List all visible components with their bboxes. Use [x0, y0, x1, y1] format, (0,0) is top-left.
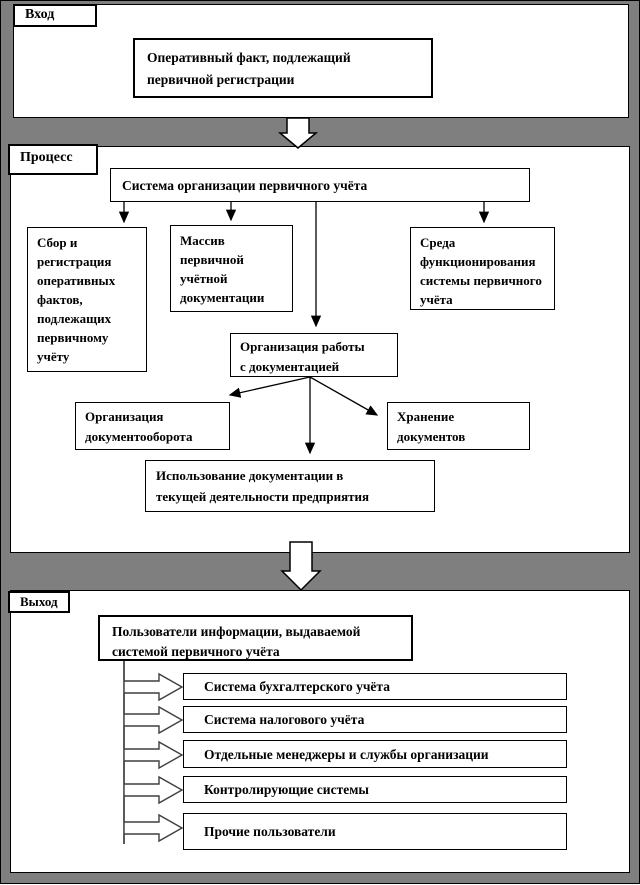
user-item-other-users: Прочие пользователи	[183, 813, 567, 850]
document-storage-box: Хранение документов	[387, 402, 530, 450]
input-section-label: Вход	[13, 4, 97, 27]
user-item-controlling-systems: Контролирующие системы	[183, 776, 567, 803]
work-organization-box: Организация работы с документацией	[230, 333, 398, 377]
down-block-arrow-input-process	[277, 117, 319, 149]
primary-docs-array-box: Массив первичной учётной документации	[170, 225, 293, 312]
output-section-label: Выход	[8, 591, 70, 613]
environment-box: Среда функционирования системы первичног…	[410, 227, 555, 310]
user-item-accounting-system: Система бухгалтерского учёта	[183, 673, 567, 700]
operative-fact-box: Оперативный факт, подлежащий первичной р…	[133, 38, 433, 98]
process-section-label: Процесс	[8, 144, 98, 175]
system-organization-box: Система организации первичного учёта	[110, 168, 530, 202]
information-users-box: Пользователи информации, выдаваемой сист…	[98, 615, 413, 661]
user-item-tax-system: Система налогового учёта	[183, 706, 567, 733]
document-flow-box: Организация документооборота	[75, 402, 230, 450]
document-usage-box: Использование документации в текущей дея…	[145, 460, 435, 512]
user-item-managers-services: Отдельные менеджеры и службы организации	[183, 740, 567, 768]
collect-registration-box: Сбор и регистрация оперативных фактов, п…	[27, 227, 147, 372]
